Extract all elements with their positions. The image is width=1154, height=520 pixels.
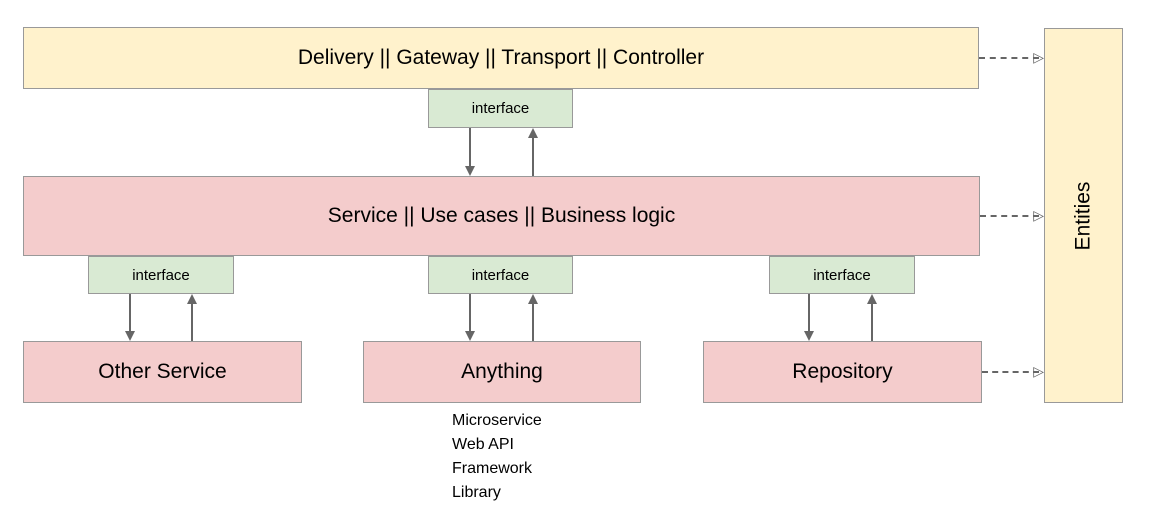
arrowhead-down-icon <box>465 166 475 176</box>
arrow-stem <box>871 303 873 341</box>
interface-box-right-label: interface <box>813 266 871 284</box>
arrow-stem <box>532 303 534 341</box>
arrowhead-down-icon <box>125 331 135 341</box>
arrowhead-up-icon <box>187 294 197 304</box>
node-entities: Entities <box>1044 28 1123 403</box>
anything-example-item: Web API <box>452 436 514 453</box>
layer-delivery: Delivery || Gateway || Transport || Cont… <box>23 27 979 89</box>
anything-example-item: Framework <box>452 460 533 477</box>
arrow-stem <box>808 294 810 332</box>
anything-example-item: Library <box>452 484 501 501</box>
dashed-arrow-repository-entities: ▷ <box>982 364 1044 380</box>
layer-service-label: Service || Use cases || Business logic <box>327 204 676 227</box>
node-other-service-label: Other Service <box>98 360 227 383</box>
arrowhead-up-icon <box>867 294 877 304</box>
interface-box-top: interface <box>428 89 573 128</box>
interface-box-top-label: interface <box>471 100 530 117</box>
arrowhead-up-icon <box>528 128 538 138</box>
arrow-up-top-icon <box>527 128 539 176</box>
arrow-down-left-icon <box>124 294 136 341</box>
open-arrowhead-icon: ▷ <box>1033 50 1044 66</box>
interface-box-right: interface <box>769 256 915 294</box>
dashed-arrow-service-entities: ▷ <box>980 208 1044 224</box>
node-entities-label: Entities <box>1071 181 1095 250</box>
arrow-up-right-icon <box>866 294 878 341</box>
arrow-stem <box>469 294 471 332</box>
layer-service: Service || Use cases || Business logic <box>23 176 980 256</box>
node-repository: Repository <box>703 341 982 403</box>
arrow-down-middle-icon <box>464 294 476 341</box>
interface-box-left: interface <box>88 256 234 294</box>
arrowhead-up-icon <box>528 294 538 304</box>
layer-delivery-label: Delivery || Gateway || Transport || Cont… <box>297 46 705 69</box>
interface-box-left-label: interface <box>132 266 190 284</box>
node-other-service: Other Service <box>23 341 302 403</box>
arrow-up-left-icon <box>186 294 198 341</box>
dashed-arrow-delivery-entities: ▷ <box>979 50 1044 66</box>
arrow-down-right-icon <box>803 294 815 341</box>
interface-box-middle: interface <box>428 256 573 294</box>
arrow-stem <box>469 128 471 167</box>
open-arrowhead-icon: ▷ <box>1033 364 1044 380</box>
interface-box-middle-label: interface <box>471 266 530 284</box>
arrow-up-middle-icon <box>527 294 539 341</box>
anything-example-item: Microservice <box>452 412 542 429</box>
node-anything-label: Anything <box>461 360 543 383</box>
arrow-stem <box>191 303 193 341</box>
anything-examples-list: Microservice Web API Framework Library <box>452 409 542 505</box>
node-anything: Anything <box>363 341 641 403</box>
arrowhead-down-icon <box>804 331 814 341</box>
arrow-stem <box>532 137 534 176</box>
arrow-down-top-icon <box>464 128 476 176</box>
arrowhead-down-icon <box>465 331 475 341</box>
open-arrowhead-icon: ▷ <box>1033 208 1044 224</box>
node-repository-label: Repository <box>792 360 893 383</box>
arrow-stem <box>129 294 131 332</box>
